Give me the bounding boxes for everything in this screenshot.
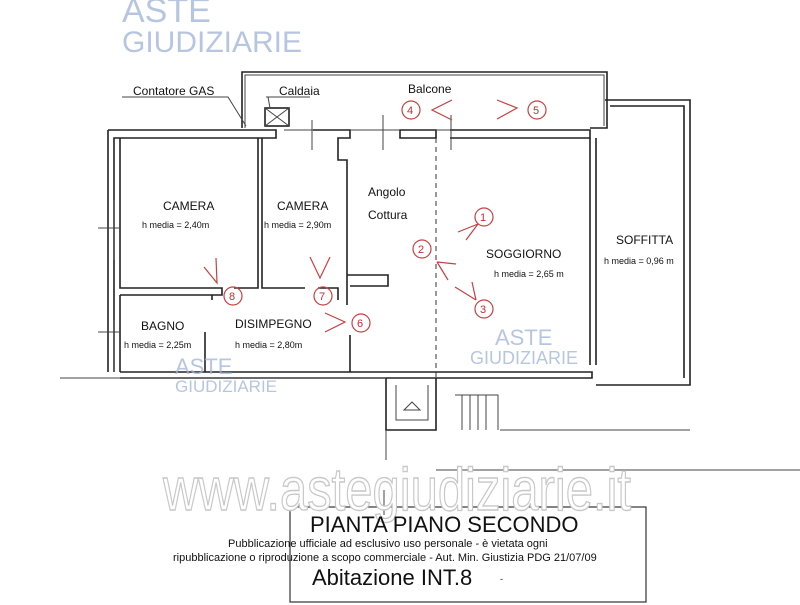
kitchen-label-line1: Angolo: [368, 185, 406, 199]
photo-marker-5: 5: [496, 99, 547, 120]
photo-marker-number: 1: [480, 212, 486, 224]
balcony-label: Balcone: [408, 82, 452, 96]
room-name: BAGNO: [141, 319, 184, 333]
watermark-logo-line2: GIUDIZIARIE: [122, 26, 302, 59]
room-height: h media = 2,90m: [264, 220, 331, 230]
photo-marker-number: 2: [418, 244, 424, 256]
room-name: CAMERA: [277, 199, 328, 213]
boiler-icon: [264, 107, 290, 127]
boiler-leader: [266, 96, 310, 109]
watermark-logo-line1: ASTE: [122, 0, 211, 30]
title-block-title: PIANTA PIANO SECONDO: [310, 512, 579, 537]
title-block-subtitle: Abitazione INT.8: [312, 565, 472, 590]
photo-marker-3: 3: [454, 281, 494, 319]
photo-marker-1: 1: [457, 207, 494, 241]
room-soggiorno: SOGGIORNO h media = 2,65 m: [486, 247, 564, 279]
photo-marker-4: 4: [401, 99, 453, 121]
room-height: h media = 2,40m: [142, 220, 209, 230]
room-height: h media = 2,65 m: [494, 269, 564, 279]
room-name: SOGGIORNO: [486, 247, 561, 261]
title-block-mark: -: [500, 574, 503, 584]
watermark-logo-soggiorno: ASTE GIUDIZIARIE: [470, 325, 578, 368]
photo-marker-number: 6: [357, 318, 363, 330]
entrance-stairs: [60, 377, 800, 515]
watermark-logo-line1: ASTE: [495, 325, 552, 350]
room-disimpegno: DISIMPEGNO h media = 2,80m: [235, 317, 312, 350]
room-name: SOFFITTA: [616, 233, 673, 247]
gas-meter-leader: [122, 96, 247, 127]
photo-marker-8: 8: [203, 257, 243, 306]
photo-markers: 1 2 3 4 5 6 7 8: [203, 99, 547, 333]
watermark-url: www.astegiudiziarie.it: [162, 456, 631, 523]
room-bagno: BAGNO h media = 2,25m: [124, 319, 191, 350]
disclaimer-line1: Pubblicazione ufficiale ad esclusivo uso…: [228, 538, 548, 550]
watermark-logo-line2: GIUDIZIARIE: [175, 377, 277, 396]
room-name: DISIMPEGNO: [235, 317, 312, 331]
watermark-logo-line2: GIUDIZIARIE: [470, 348, 578, 368]
gas-meter-label: Contatore GAS: [133, 84, 214, 98]
room-height: h media = 0,96 m: [604, 256, 674, 266]
balcony-outline: [241, 71, 608, 129]
disclaimer-line2: ripubblicazione o riproduzione a scopo c…: [173, 552, 597, 564]
room-name: CAMERA: [163, 199, 214, 213]
room-soffitta: SOFFITTA h media = 0,96 m: [604, 233, 674, 266]
watermark-logo-line1: ASTE: [175, 354, 232, 379]
photo-marker-7: 7: [309, 256, 333, 306]
room-camera-2: CAMERA h media = 2,90m: [264, 199, 331, 230]
photo-marker-number: 3: [480, 304, 486, 316]
photo-marker-number: 5: [533, 105, 539, 117]
photo-marker-2: 2: [412, 239, 457, 281]
boiler-label: Caldaia: [279, 84, 320, 98]
kitchen-label-line2: Cottura: [368, 208, 408, 222]
watermark-logo-top: ASTE GIUDIZIARIE: [122, 0, 302, 59]
watermark-logo-bagno: ASTE GIUDIZIARIE: [175, 354, 277, 396]
photo-marker-6: 6: [324, 312, 371, 333]
photo-marker-number: 8: [229, 291, 235, 303]
title-block-frame: [289, 506, 647, 603]
photo-marker-number: 4: [407, 105, 413, 117]
photo-marker-number: 7: [319, 291, 325, 303]
room-height: h media = 2,80m: [235, 340, 302, 350]
room-height: h media = 2,25m: [124, 340, 191, 350]
room-camera-1: CAMERA h media = 2,40m: [142, 199, 214, 230]
